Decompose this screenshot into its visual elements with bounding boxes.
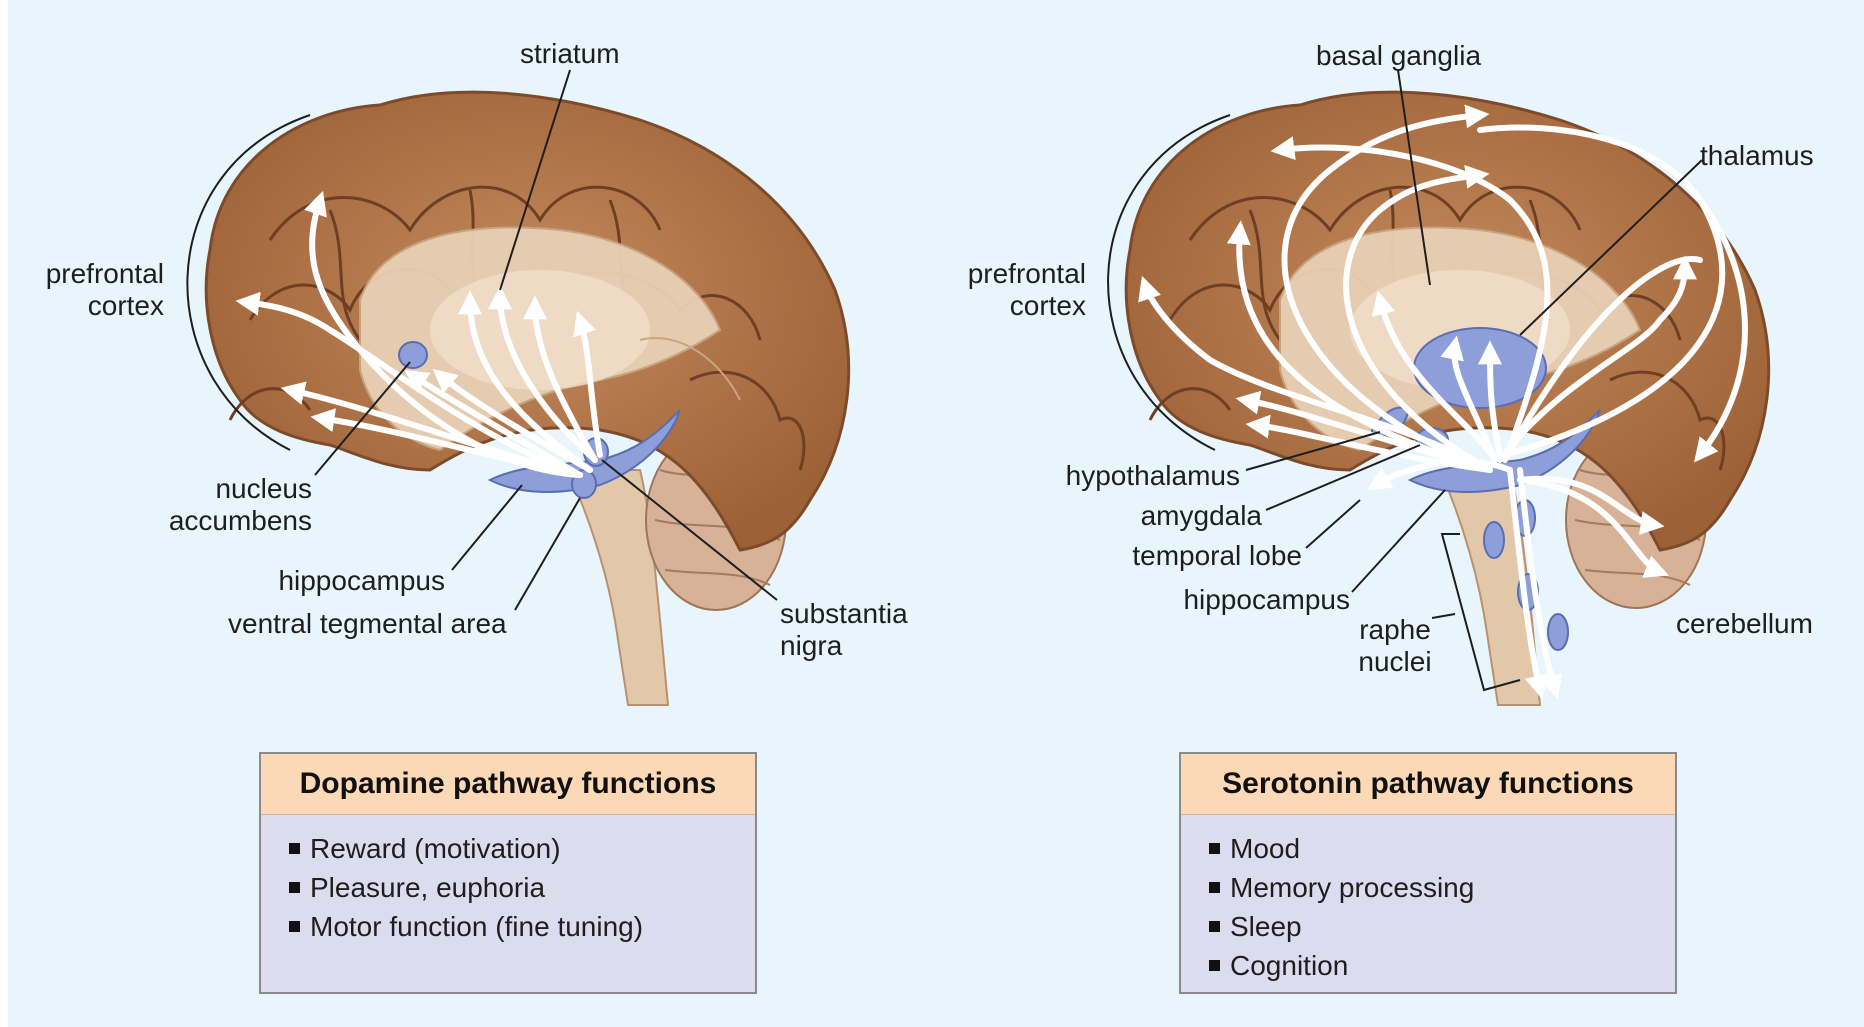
- serotonin-functions-list: Mood Memory processing Sleep Cognition: [1181, 815, 1675, 1001]
- list-item: Cognition: [1209, 946, 1675, 985]
- list-item: Motor function (fine tuning): [289, 907, 755, 946]
- label-substantia: substantia: [780, 598, 908, 630]
- bullet-icon: [1209, 843, 1220, 854]
- list-item: Mood: [1209, 829, 1675, 868]
- bullet-icon: [289, 843, 300, 854]
- list-item: Pleasure, euphoria: [289, 868, 755, 907]
- label-cortex: cortex: [20, 290, 164, 322]
- serotonin-functions-title: Serotonin pathway functions: [1181, 754, 1675, 815]
- bullet-icon: [289, 882, 300, 893]
- label-temporal-lobe: temporal lobe: [1000, 540, 1302, 572]
- label-prefrontal: prefrontal: [20, 258, 164, 290]
- label-ventral-tegmental-area: ventral tegmental area: [228, 608, 507, 640]
- dopamine-functions-list: Reward (motivation) Pleasure, euphoria M…: [261, 815, 755, 962]
- label-cortex-right: cortex: [940, 290, 1086, 322]
- list-item: Sleep: [1209, 907, 1675, 946]
- label-accumbens: accumbens: [150, 505, 312, 537]
- label-striatum: striatum: [520, 38, 620, 70]
- label-prefrontal-right: prefrontal: [940, 258, 1086, 290]
- label-nuclei: nuclei: [1350, 646, 1440, 678]
- list-item: Reward (motivation): [289, 829, 755, 868]
- label-cerebellum: cerebellum: [1676, 608, 1813, 640]
- bullet-icon: [1209, 882, 1220, 893]
- label-amygdala: amygdala: [1000, 500, 1262, 532]
- label-raphe: raphe: [1350, 614, 1440, 646]
- bullet-icon: [289, 921, 300, 932]
- nucleus-accumbens-marker: [399, 342, 427, 368]
- label-thalamus: thalamus: [1700, 140, 1814, 172]
- serotonin-functions-box: Serotonin pathway functions Mood Memory …: [1179, 752, 1677, 994]
- label-hypothalamus: hypothalamus: [1000, 460, 1240, 492]
- label-hippocampus: hippocampus: [200, 565, 445, 597]
- bullet-icon: [1209, 921, 1220, 932]
- list-item: Memory processing: [1209, 868, 1675, 907]
- bullet-icon: [1209, 960, 1220, 971]
- label-nigra: nigra: [780, 630, 842, 662]
- label-hippocampus-right: hippocampus: [1000, 584, 1350, 616]
- label-basal-ganglia: basal ganglia: [1316, 40, 1481, 72]
- dopamine-functions-box: Dopamine pathway functions Reward (motiv…: [259, 752, 757, 994]
- label-nucleus: nucleus: [150, 473, 312, 505]
- dopamine-functions-title: Dopamine pathway functions: [261, 754, 755, 815]
